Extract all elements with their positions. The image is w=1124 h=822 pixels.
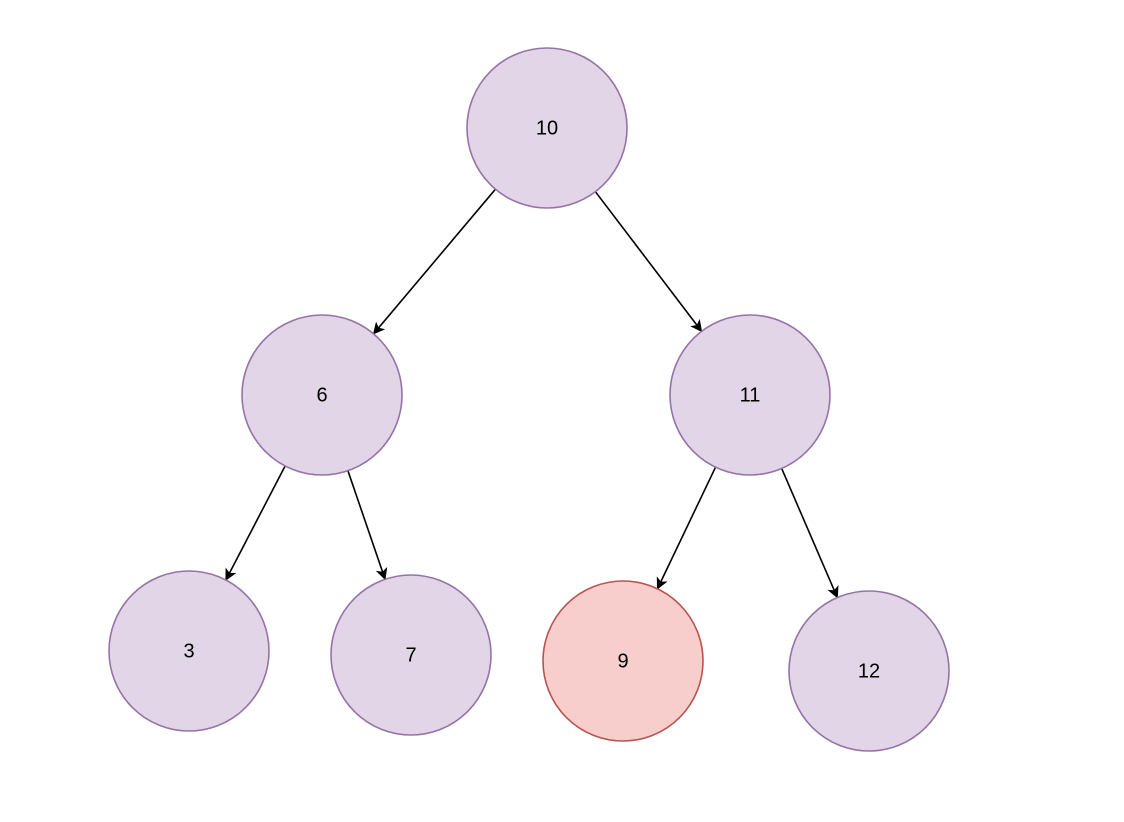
edge-n6-to-n3	[225, 465, 286, 581]
edge-n11-to-n9	[656, 466, 717, 590]
node-label: 6	[316, 384, 327, 406]
edge-n11-to-n12	[780, 468, 839, 599]
edge-n10-to-n6	[372, 188, 497, 335]
highlighted-node-circle	[542, 580, 704, 742]
node-label: 12	[858, 660, 880, 682]
node-circle	[466, 47, 628, 209]
node-circle	[669, 314, 831, 476]
tree-node-9: 9	[542, 580, 704, 742]
nodes-layer: 10 6 11 3 7 9 12	[108, 47, 950, 752]
node-circle	[241, 314, 403, 476]
node-label: 7	[405, 644, 416, 666]
tree-node-12: 12	[788, 590, 950, 752]
edge-n6-to-n7	[347, 470, 388, 581]
node-circle	[788, 590, 950, 752]
node-circle	[330, 574, 492, 736]
tree-node-11: 11	[669, 314, 831, 476]
node-circle	[108, 570, 270, 732]
node-label: 11	[740, 384, 761, 406]
edge-n10-to-n11	[594, 191, 703, 333]
tree-node-10: 10	[466, 47, 628, 209]
node-label: 10	[536, 117, 558, 139]
node-label: 3	[183, 640, 194, 662]
node-label: 9	[617, 650, 628, 672]
tree-node-6: 6	[241, 314, 403, 476]
tree-node-7: 7	[330, 574, 492, 736]
edges-layer	[225, 188, 839, 599]
tree-node-3: 3	[108, 570, 270, 732]
